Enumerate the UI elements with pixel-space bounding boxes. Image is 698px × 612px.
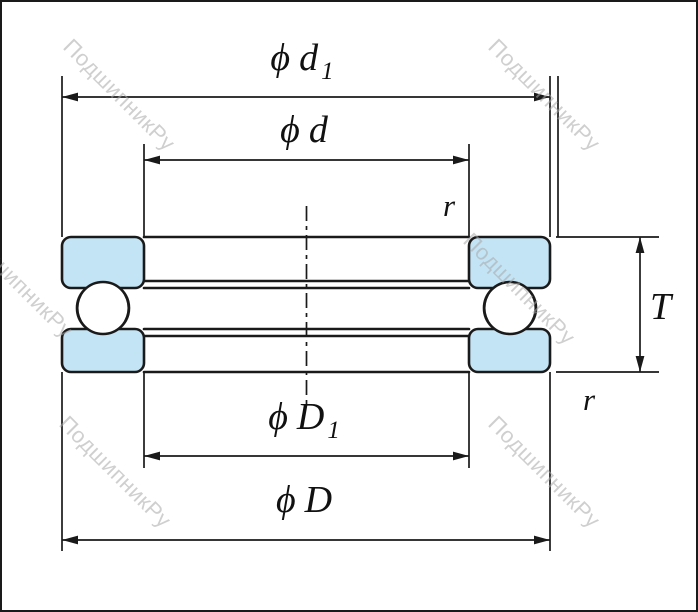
watermark-text: ПодшипникРу [54, 411, 176, 533]
label-r-bottom: r [583, 382, 596, 417]
phi-symbol: ϕ [268, 396, 288, 438]
phi-symbol: ϕ [276, 479, 296, 521]
phi-symbol: ϕ [280, 109, 300, 151]
cage-left-of-right-ball [483, 289, 492, 327]
dim-letter-d: d [299, 37, 319, 79]
cage-right-of-right-ball [528, 289, 537, 327]
dim-subscript-1: 1 [327, 417, 340, 444]
label-T: T [650, 286, 674, 328]
housing-washer-section-right [467, 327, 552, 374]
dim-subscript-1: 1 [321, 58, 334, 85]
ball-left [75, 280, 131, 336]
cage-right-of-left-ball [121, 289, 130, 327]
watermark-text: ПодшипникРу [483, 34, 605, 156]
housing-washer-section-left [60, 327, 146, 374]
dim-letter-D: D [304, 479, 332, 521]
dim-letter-d: d [309, 109, 329, 151]
label-r-top: r [443, 188, 456, 223]
shaft-washer-section-left [60, 235, 146, 290]
watermark-text: ПодшипникРу [483, 411, 605, 533]
watermark-text: ПодшипникРу [58, 34, 180, 156]
phi-symbol: ϕ [270, 37, 290, 79]
cage-left-of-left-ball [76, 289, 85, 327]
dim-letter-D: D [296, 396, 324, 438]
